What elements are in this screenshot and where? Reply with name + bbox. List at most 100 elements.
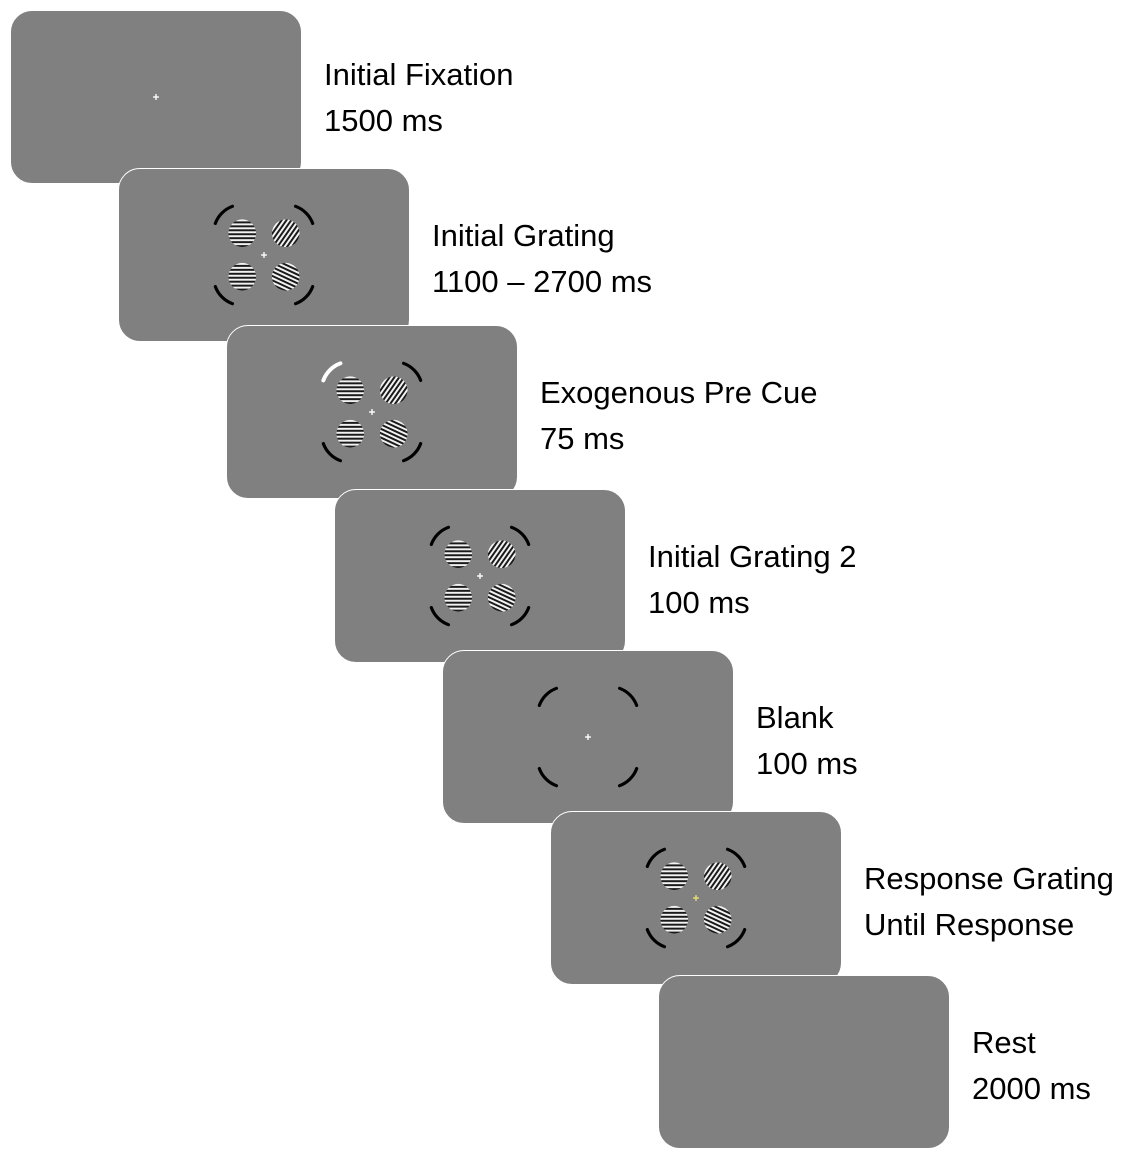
grating-stripe	[330, 370, 370, 372]
screen-initial-fixation	[10, 10, 302, 184]
grating-stripe	[336, 378, 365, 381]
grating-stripe	[438, 570, 478, 572]
grating-stripe	[228, 221, 257, 224]
grating-stripe	[336, 425, 365, 428]
step-duration: 1500 ms	[324, 103, 443, 138]
placeholder-arc-upper-left	[537, 686, 559, 708]
grating-stripe	[444, 585, 473, 588]
grating-stripe	[378, 418, 413, 437]
grating-stripe	[271, 214, 296, 249]
grating-stripe	[336, 390, 365, 393]
grating-stripe	[388, 378, 414, 410]
grating-stripe	[222, 293, 262, 295]
placeholder-arc-upper-right	[509, 525, 531, 547]
grating-stripe	[699, 918, 733, 938]
grating-stripe	[336, 437, 365, 440]
grating-upper-left	[438, 540, 478, 572]
step-label-initial-fixation: Initial Fixation 1500 ms	[324, 52, 514, 144]
grating-stripe	[228, 276, 257, 279]
stimulus-display	[213, 204, 315, 306]
grating-stripe	[444, 546, 473, 549]
grating-stripe	[444, 562, 473, 565]
grating-stripe	[438, 582, 478, 584]
grating-stripe	[660, 864, 689, 867]
grating-stripe	[444, 540, 473, 541]
grating-stripe	[654, 936, 694, 938]
grating-stripe	[444, 605, 473, 608]
grating-stripe	[274, 217, 299, 251]
screen-exogenous-pre-cue	[226, 325, 518, 499]
grating-stripe	[228, 237, 257, 240]
stimulus-display	[321, 361, 423, 463]
grating-stripe	[382, 374, 407, 408]
grating-stripe	[336, 419, 365, 420]
grating-stripe	[222, 213, 262, 215]
grating-stripe	[654, 900, 694, 902]
grating-stripe	[444, 550, 473, 553]
grating-stripe	[375, 432, 409, 452]
grating-stripe	[706, 860, 731, 894]
grating-stripe	[484, 585, 521, 605]
grating-stripe	[336, 402, 365, 405]
grating-stripe	[336, 394, 365, 397]
step-duration: 1100 – 2700 ms	[432, 264, 653, 299]
grating-lower-left	[438, 578, 478, 616]
grating-stripe	[486, 582, 521, 601]
grating-stripe	[703, 857, 728, 892]
screen-blank	[442, 650, 734, 824]
grating-stripe	[444, 566, 473, 569]
grating-upper-left	[660, 862, 689, 891]
grating-stripe	[228, 272, 257, 275]
step-label-blank: Blank 100 ms	[756, 695, 858, 787]
grating-upper-left	[222, 213, 262, 248]
grating-stripe	[483, 596, 517, 616]
grating-stripe	[444, 558, 473, 561]
grating-stripe	[228, 233, 257, 236]
grating-stripe	[336, 445, 365, 448]
screen-initial-grating-2	[334, 489, 626, 663]
grating-stripe	[483, 589, 520, 608]
grating-stripe	[660, 927, 689, 930]
grating-stripe	[660, 911, 689, 914]
step-name: Initial Grating	[432, 218, 615, 253]
grating-stripe	[438, 614, 478, 616]
grating-stripe	[444, 554, 473, 557]
grating-lower-right	[375, 415, 413, 453]
step-name: Rest	[972, 1025, 1036, 1060]
placeholder-arc-lower-left	[429, 605, 451, 627]
grating-stripe	[385, 376, 410, 410]
grating-stripe	[438, 578, 478, 580]
grating-stripe	[699, 856, 725, 890]
grating-lower-left	[654, 900, 694, 938]
grating-stripe	[228, 288, 257, 291]
grating-stripe	[709, 862, 734, 896]
grating-stripe	[660, 915, 689, 918]
grating-stripe	[660, 884, 689, 887]
placeholder-arc-lower-left	[321, 441, 343, 463]
placeholder-arc-upper-right	[725, 847, 747, 869]
grating-lower-left	[222, 262, 262, 295]
grating-stripe	[228, 241, 257, 244]
stimulus-display	[659, 976, 949, 1148]
placeholder-arc-lower-left	[645, 927, 667, 949]
grating-stripe	[267, 213, 293, 247]
grating-lower-right	[699, 901, 737, 939]
grating-stripe	[228, 268, 257, 271]
step-duration: 75 ms	[540, 421, 625, 456]
grating-stripe	[496, 542, 522, 574]
grating-lower-right	[483, 579, 521, 617]
step-name: Exogenous Pre Cue	[540, 375, 818, 410]
grating-stripe	[336, 386, 365, 389]
stimulus-display	[537, 686, 639, 788]
grating-stripe	[267, 275, 301, 295]
grating-stripe	[712, 864, 738, 896]
step-name: Initial Grating 2	[648, 539, 857, 574]
grating-stripe	[444, 597, 473, 600]
grating-stripe	[660, 931, 689, 934]
grating-stripe	[336, 382, 365, 385]
grating-stripe	[660, 923, 689, 926]
grating-stripe	[444, 589, 473, 592]
grating-stripe	[487, 535, 512, 570]
stimulus-display	[645, 847, 747, 949]
